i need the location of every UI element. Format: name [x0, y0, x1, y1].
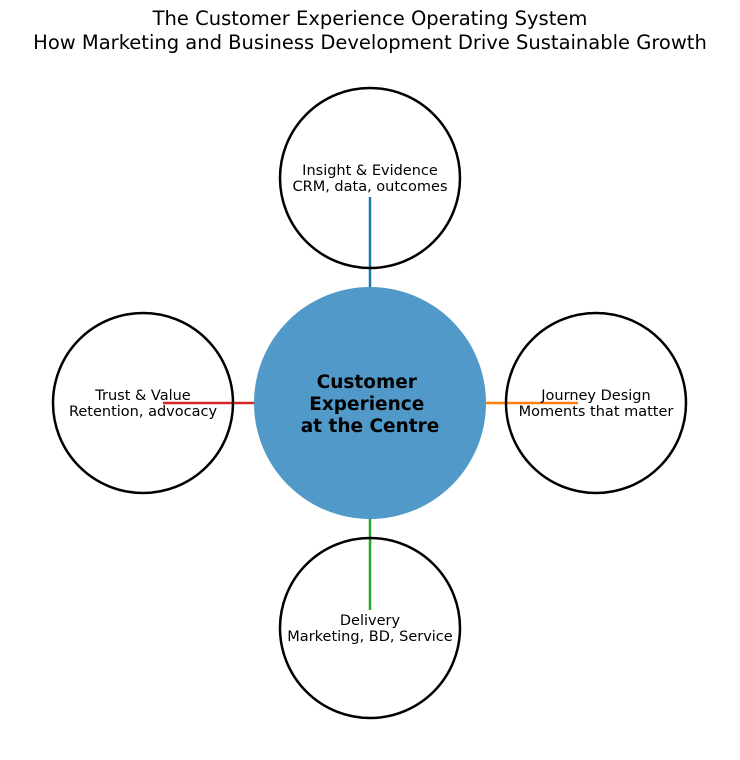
node-circle [51, 311, 235, 495]
title-line-1: The Customer Experience Operating System [152, 7, 588, 30]
node-title: Insight & Evidence [302, 163, 438, 179]
node-circle [278, 86, 462, 270]
node-subtitle: Retention, advocacy [69, 404, 218, 420]
node-circle [278, 536, 462, 720]
node-subtitle: Moments that matter [519, 404, 674, 420]
center-circle [254, 287, 486, 519]
node-subtitle: Marketing, BD, Service [287, 629, 452, 645]
node-circle [504, 311, 688, 495]
node-title: Delivery [340, 613, 401, 629]
title-line-2: How Marketing and Business Development D… [33, 31, 707, 54]
center-label-line-3: at the Centre [301, 416, 440, 437]
node-title: Journey Design [540, 388, 650, 404]
node-delivery: Delivery Marketing, BD, Service [278, 536, 462, 720]
node-insight-evidence: Insight & Evidence CRM, data, outcomes [278, 86, 462, 270]
node-journey-design: Journey Design Moments that matter [504, 311, 688, 495]
center-label-line-2: Experience [309, 394, 424, 415]
node-subtitle: CRM, data, outcomes [293, 179, 448, 195]
node-trust-value: Trust & Value Retention, advocacy [51, 311, 235, 495]
center-label-line-1: Customer [317, 372, 418, 393]
node-title: Trust & Value [94, 388, 191, 404]
center-label: Customer Experience at the Centre [301, 372, 440, 437]
